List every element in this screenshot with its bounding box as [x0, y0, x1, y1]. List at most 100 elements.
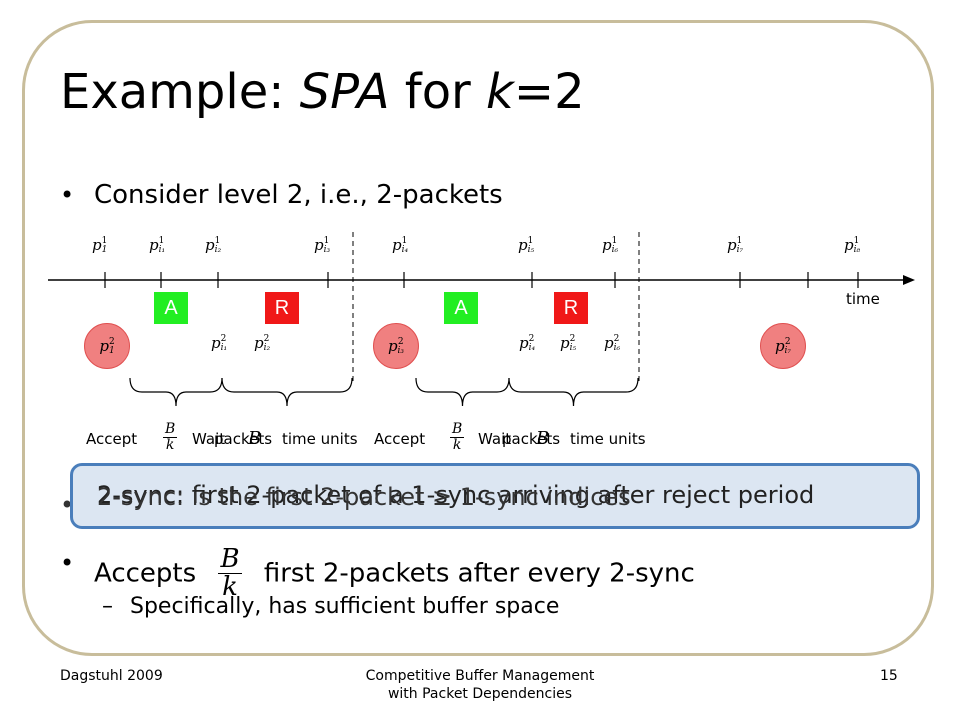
b-symbol-1: B: [248, 428, 262, 449]
time-units-label-1: time units: [282, 430, 358, 448]
label-base: p: [844, 236, 854, 254]
label-sub: i₈: [853, 245, 861, 255]
label-sub: i₂: [214, 245, 222, 255]
label-base: p: [99, 337, 109, 355]
braces: [129, 377, 639, 407]
time-arrow-icon: [903, 275, 915, 285]
label-sup: 1: [527, 236, 534, 246]
label-base: p: [560, 334, 570, 352]
footer-page-number: 15: [880, 668, 898, 684]
title-prefix: Example:: [60, 64, 300, 120]
callout-text-b: 2-sync: is the first 2-packet ≥ 1-sync i…: [97, 483, 631, 511]
label-sup: 2: [220, 334, 227, 344]
label-sup: 1: [853, 236, 860, 246]
accept-brace-2: [415, 377, 510, 407]
wait-brace-1: [221, 377, 353, 407]
label-base: p: [519, 334, 529, 352]
label-base: p: [774, 337, 785, 355]
label-sup: 1: [214, 236, 221, 246]
label-sub: i₇: [736, 245, 744, 255]
packets-label-1: packets: [214, 430, 273, 448]
accept-brace-1: [129, 377, 223, 407]
sub-bullet-dash: –: [102, 594, 113, 619]
sub-bullet-text: Specifically, has sufficient buffer spac…: [130, 594, 560, 619]
label-sup: 2: [569, 334, 576, 344]
footer-center: Competitive Buffer Management with Packe…: [330, 667, 630, 703]
label-sub: i₂: [263, 343, 271, 353]
wait-brace-2: [508, 377, 639, 407]
accept-box-3: A: [444, 292, 478, 324]
frac-num: B: [163, 421, 178, 438]
bullet-dot-icon: •: [60, 181, 75, 209]
label-sup: 1: [611, 236, 618, 246]
reject-box-4: R: [554, 292, 588, 324]
reject-box-2: R: [265, 292, 299, 324]
time-label: time: [846, 290, 880, 308]
packets-label-2: packets: [502, 430, 561, 448]
label-base: p: [149, 236, 159, 254]
label-sup: 1: [736, 236, 743, 246]
label-base: p: [387, 337, 398, 355]
slide-title: Example: SPA for k=2: [60, 62, 585, 122]
label-base: p: [211, 334, 221, 352]
callout-text-a: 2-sync: first 2-packet of a 1-sync arriv…: [97, 481, 815, 509]
label-sub: i₁: [220, 343, 228, 353]
label-sub: i₅: [527, 245, 535, 255]
label-sup: 2: [108, 337, 115, 347]
bullet-consider-text: Consider level 2, i.e., 2-packets: [94, 180, 503, 210]
footer-center-line1: Competitive Buffer Management: [365, 668, 595, 684]
label-sup: 2: [263, 334, 270, 344]
label-sub: 1: [108, 346, 115, 356]
title-k: k: [486, 64, 514, 120]
label-sup: 1: [401, 236, 408, 246]
axis-ticks: [104, 272, 859, 288]
label-sub: i₅: [569, 343, 577, 353]
label-base: p: [205, 236, 215, 254]
footer-center-line2: with Packet Dependencies: [387, 686, 573, 702]
label-sub: i₆: [611, 245, 619, 255]
label-sup: 1: [158, 236, 165, 246]
title-spa: SPA: [299, 64, 390, 120]
frac-num: B: [218, 544, 242, 575]
b-symbol-2: B: [536, 428, 550, 449]
wait-label-1: Wait: [192, 430, 226, 448]
bullet-dot-icon: •: [60, 549, 75, 577]
frac-num: B: [450, 421, 465, 438]
label-sup: 1: [101, 236, 108, 246]
accept-label-1: Accept: [86, 430, 138, 448]
label-base: p: [392, 236, 402, 254]
title-suffix: =2: [513, 64, 585, 120]
label-sup: 1: [323, 236, 330, 246]
label-base: p: [314, 236, 324, 254]
label-sub: i₁: [158, 245, 166, 255]
label-sub: i₃: [323, 245, 331, 255]
